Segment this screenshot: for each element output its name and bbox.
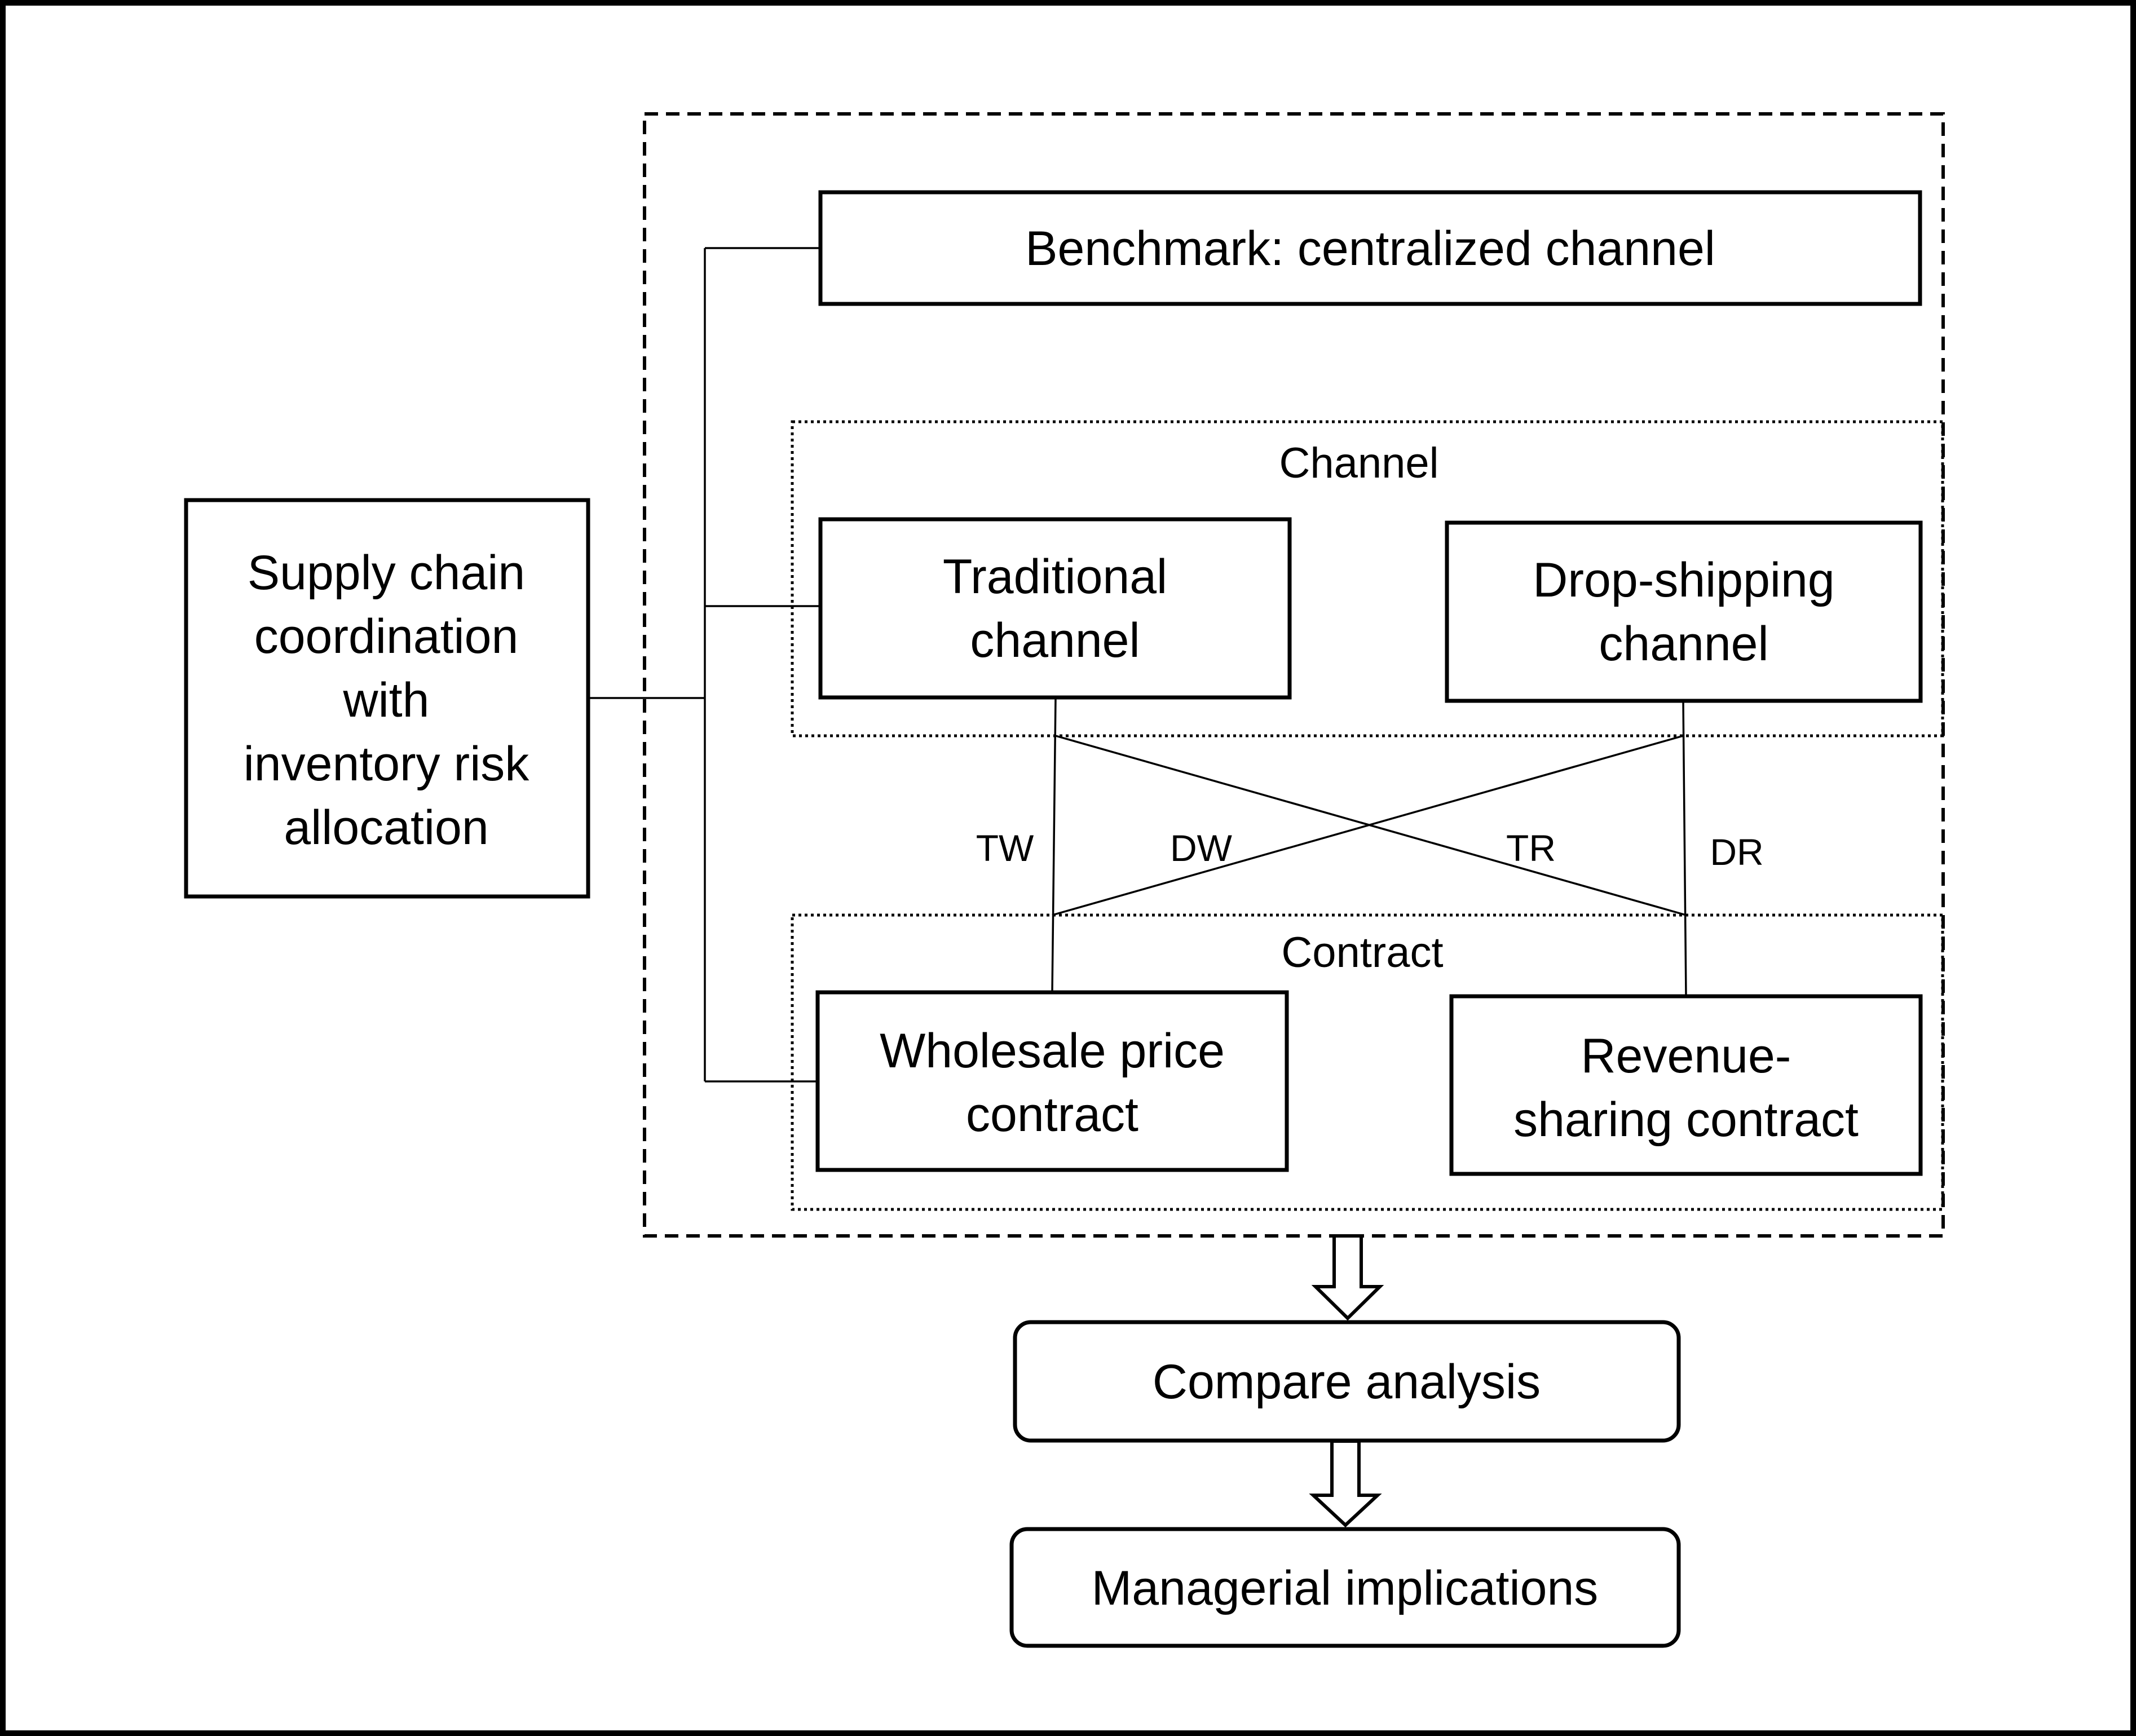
edge-dw: [1052, 735, 1684, 916]
managerial-implications-box: [1009, 1527, 1681, 1648]
edge-label-tr: TR: [1506, 827, 1556, 869]
down-arrow-icon: [1309, 1439, 1382, 1528]
managerial-implications-label: Managerial implications: [1092, 1561, 1599, 1615]
supply-chain-line-2: coordination: [254, 609, 519, 664]
traditional-line-1: Traditional: [943, 550, 1167, 604]
benchmark-box: [818, 190, 1922, 306]
supply-chain-line-3: with: [343, 673, 430, 727]
down-arrow-icon: [1311, 1234, 1384, 1321]
revenue-sharing-contract-box: [1449, 994, 1923, 1176]
edge-tw: [1051, 697, 1057, 993]
supply-chain-line-5: allocation: [284, 801, 488, 855]
supply-chain-line-1: Supply chain: [248, 546, 525, 600]
traditional-line-2: channel: [970, 613, 1140, 668]
wholesale-line-1: Wholesale price: [880, 1024, 1225, 1078]
drop-shipping-channel-box: [1445, 520, 1923, 703]
compare-analysis-box: [1013, 1320, 1681, 1443]
edge-label-dw: DW: [1170, 827, 1233, 869]
revenue-line-1: Revenue-: [1581, 1029, 1791, 1083]
model-group-dashed: [643, 112, 1945, 1238]
revenue-line-2: sharing contract: [1513, 1093, 1859, 1147]
channel-group-label: Channel: [1279, 439, 1438, 487]
supply-chain-line-4: inventory risk: [244, 737, 530, 791]
edge-label-dr: DR: [1710, 831, 1763, 873]
wholesale-price-contract-box: [815, 990, 1289, 1172]
compare-analysis-label: Compare analysis: [1153, 1355, 1541, 1409]
benchmark-label: Benchmark: centralized channel: [1025, 222, 1715, 276]
drop-shipping-line-2: channel: [1599, 617, 1768, 671]
drop-shipping-line-1: Drop-shipping: [1533, 553, 1834, 607]
edge-label-tw: TW: [976, 827, 1034, 869]
traditional-channel-box: [818, 517, 1292, 700]
supply-chain-box: [184, 498, 590, 899]
contract-group-label: Contract: [1281, 929, 1443, 977]
contract-group: [791, 913, 1944, 1211]
supply-chain-label: Supply chain coordination with inventory…: [244, 546, 530, 855]
edge-dr: [1682, 700, 1687, 997]
wholesale-line-2: contract: [966, 1088, 1138, 1142]
